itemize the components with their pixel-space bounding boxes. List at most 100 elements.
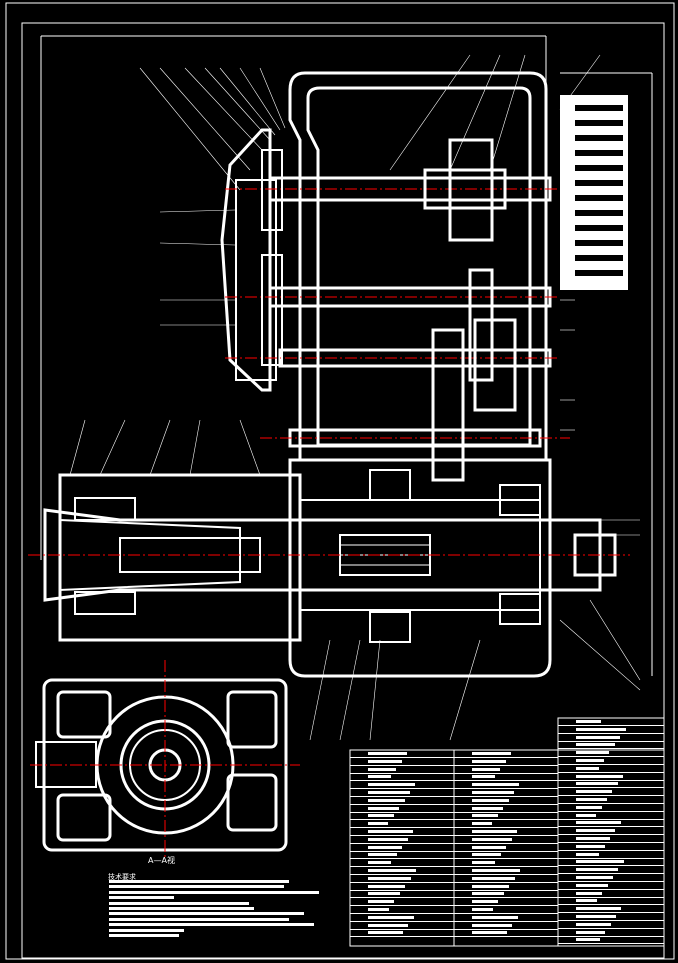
- parts-table-cell-name: [368, 806, 400, 810]
- parts-table-row: [558, 740, 664, 742]
- parts-table-cell-name: [472, 869, 520, 872]
- parts-table-row: [558, 732, 664, 734]
- parts-table-cell-name: [576, 766, 599, 770]
- parts-table-cell-name: [576, 821, 621, 825]
- parts-table-row: [350, 905, 454, 907]
- parts-table-row: [350, 796, 454, 797]
- tech-requirements-title: 技术要求: [108, 873, 136, 881]
- shaft-2: [225, 286, 560, 308]
- parts-table-row: [558, 834, 664, 836]
- parts-table-row: [350, 803, 454, 805]
- parts-table-row: [558, 920, 664, 921]
- parts-table-cell-name: [576, 891, 603, 895]
- parts-table-row: [350, 866, 454, 868]
- parts-table-cell-name: [472, 822, 493, 826]
- parts-table-row: [558, 756, 664, 758]
- outer-border: [5, 2, 675, 960]
- parts-table-row: [350, 819, 454, 821]
- parts-table-cell-name: [576, 837, 610, 840]
- parts-table-cell-name: [576, 844, 605, 848]
- parts-table-row: [454, 819, 558, 821]
- parts-table-row: [558, 896, 664, 898]
- parts-table-row: [454, 796, 558, 797]
- parts-table-cell-name: [576, 899, 597, 903]
- parts-table-cell-name: [368, 783, 416, 787]
- parts-table-cell-name: [576, 829, 616, 833]
- parts-table-row: [454, 889, 558, 891]
- parts-table-cell-name: [368, 767, 397, 771]
- shaft-4: [260, 428, 570, 448]
- parts-table-row: [350, 881, 454, 883]
- leader-lines: [69, 54, 641, 741]
- parts-table-row: [350, 835, 454, 836]
- parts-table-cell-name: [368, 915, 414, 919]
- parts-table-cell-name: [472, 884, 510, 888]
- parts-table-row: [454, 928, 558, 930]
- parts-table-cell-name: [472, 752, 511, 755]
- parts-table-cell-name: [472, 861, 496, 865]
- parts-table-cell-name: [368, 853, 397, 857]
- parts-table-cell-name: [576, 751, 610, 755]
- parts-table-row: [558, 725, 664, 726]
- parts-table-cell-name: [576, 915, 616, 918]
- cooling-fins: [560, 95, 628, 290]
- parts-table-cell-name: [576, 868, 619, 872]
- parts-table-cell-name: [576, 720, 601, 723]
- parts-table-cell-name: [472, 923, 513, 927]
- parts-table-row: [454, 757, 558, 758]
- parts-table-row: [558, 842, 664, 843]
- parts-table-row: [558, 857, 664, 859]
- parts-table-row: [350, 936, 454, 938]
- parts-table-row: [558, 795, 664, 797]
- parts-table-row: [350, 889, 454, 891]
- parts-table-row: [454, 874, 558, 875]
- parts-table-row: [558, 803, 664, 804]
- parts-table-row: [454, 803, 558, 805]
- gear-upper: [423, 138, 507, 242]
- spindle-housing: [58, 458, 552, 678]
- tech-requirement-line: [109, 923, 314, 927]
- tech-requirement-line: [109, 896, 174, 900]
- parts-table-row: [558, 927, 664, 929]
- gear-middle: [431, 268, 517, 482]
- parts-table-row: [558, 904, 664, 906]
- parts-table-row: [454, 881, 558, 883]
- parts-table-row: [454, 866, 558, 868]
- parts-table-row: [454, 905, 558, 907]
- parts-table-cell-name: [472, 814, 498, 818]
- parts-table-cell-name: [472, 783, 520, 787]
- parts-table-row: [558, 818, 664, 820]
- gear-cover: [220, 128, 272, 392]
- parts-table-cell-name: [472, 791, 514, 794]
- gearbox-housing: [288, 71, 548, 462]
- parts-table-cell-name: [368, 845, 403, 849]
- parts-table-row: [558, 881, 664, 882]
- parts-table-row: [558, 787, 664, 789]
- parts-table-cell-name: [472, 853, 501, 857]
- parts-table-row: [454, 772, 558, 774]
- parts-table-cell-name: [368, 837, 408, 841]
- parts-table-cell-name: [576, 883, 608, 887]
- parts-table-cell-name: [368, 759, 402, 763]
- parts-table-cell-name: [576, 876, 613, 879]
- parts-table-row: [350, 913, 454, 914]
- shaft-1: [225, 176, 620, 202]
- parts-table-row: [558, 935, 664, 937]
- parts-table-row: [558, 779, 664, 781]
- parts-table-cell-name: [576, 938, 600, 942]
- parts-table-row: [350, 850, 454, 852]
- parts-table-row: [350, 827, 454, 829]
- tech-requirement-line: [109, 901, 249, 905]
- parts-table-cell-name: [368, 822, 389, 826]
- parts-table-cell-name: [368, 869, 416, 872]
- parts-table-cell-name: [576, 798, 607, 801]
- parts-table-cell-name: [576, 759, 604, 762]
- parts-table-cell-name: [368, 830, 413, 833]
- parts-table-cell-name: [472, 759, 506, 763]
- parts-table-cell-name: [368, 752, 407, 755]
- parts-table-cell-name: [368, 884, 406, 888]
- parts-table-cell-name: [576, 782, 618, 786]
- tech-requirement-line: [109, 917, 289, 921]
- parts-table-row: [454, 842, 558, 844]
